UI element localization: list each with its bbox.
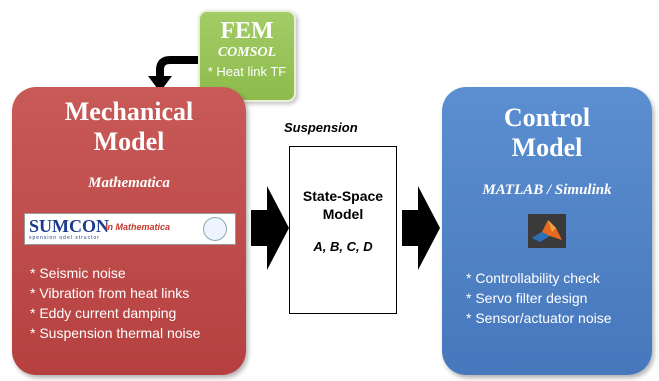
sumcon-logo-in: in Mathematica — [105, 222, 171, 232]
suspension-label: Suspension — [284, 120, 358, 135]
fem-subtitle: COMSOL — [217, 45, 277, 60]
mechanical-title: Mechanical Model — [12, 97, 246, 157]
sumcon-emblem-icon — [203, 217, 227, 241]
control-items: * Controllability check * Servo filter d… — [466, 268, 612, 328]
list-item: * Suspension thermal noise — [30, 325, 201, 341]
list-item: * Seismic noise — [30, 265, 126, 281]
mechanical-title-line2: Model — [93, 127, 165, 156]
fem-title: FEM — [220, 18, 274, 44]
state-space-model-box: State-Space Model A, B, C, D — [289, 146, 397, 314]
fem-box: FEM COMSOL * Heat link TF — [198, 10, 296, 102]
state-space-title: State-Space Model — [290, 187, 396, 223]
control-title-line1: Control — [503, 103, 591, 132]
sumcon-logo-small: spension odel structor — [29, 235, 100, 241]
control-model-box: Control Model MATLAB / Simulink * Contro… — [442, 87, 652, 375]
control-title: Control Model — [442, 103, 652, 163]
list-item: * Vibration from heat links — [30, 285, 190, 301]
list-item: * Controllability check — [466, 270, 600, 286]
list-item: * Servo filter design — [466, 290, 588, 306]
mechanical-model-box: Mechanical Model Mathematica SUMCON in M… — [12, 87, 246, 375]
mechanical-items: * Seismic noise * Vibration from heat li… — [30, 263, 200, 343]
control-title-line2: Model — [511, 133, 583, 162]
state-space-vars: A, B, C, D — [313, 239, 373, 254]
matlab-icon — [528, 214, 566, 248]
right-arrow-icon — [402, 186, 440, 270]
mechanical-title-line1: Mechanical — [64, 97, 194, 126]
fem-item: * Heat link TF — [207, 64, 287, 79]
sumcon-logo: SUMCON in Mathematica spension odel stru… — [24, 213, 236, 245]
curved-arrow-icon — [148, 56, 202, 92]
list-item: * Sensor/actuator noise — [466, 310, 612, 326]
state-space-title-line2: Model — [322, 206, 364, 222]
state-space-title-line1: State-Space — [302, 188, 384, 204]
control-subtitle: MATLAB / Simulink — [482, 182, 612, 198]
list-item: * Eddy current damping — [30, 305, 177, 321]
sumcon-logo-text: SUMCON — [29, 216, 109, 236]
mechanical-subtitle: Mathematica — [88, 175, 170, 191]
right-arrow-icon — [251, 186, 289, 270]
